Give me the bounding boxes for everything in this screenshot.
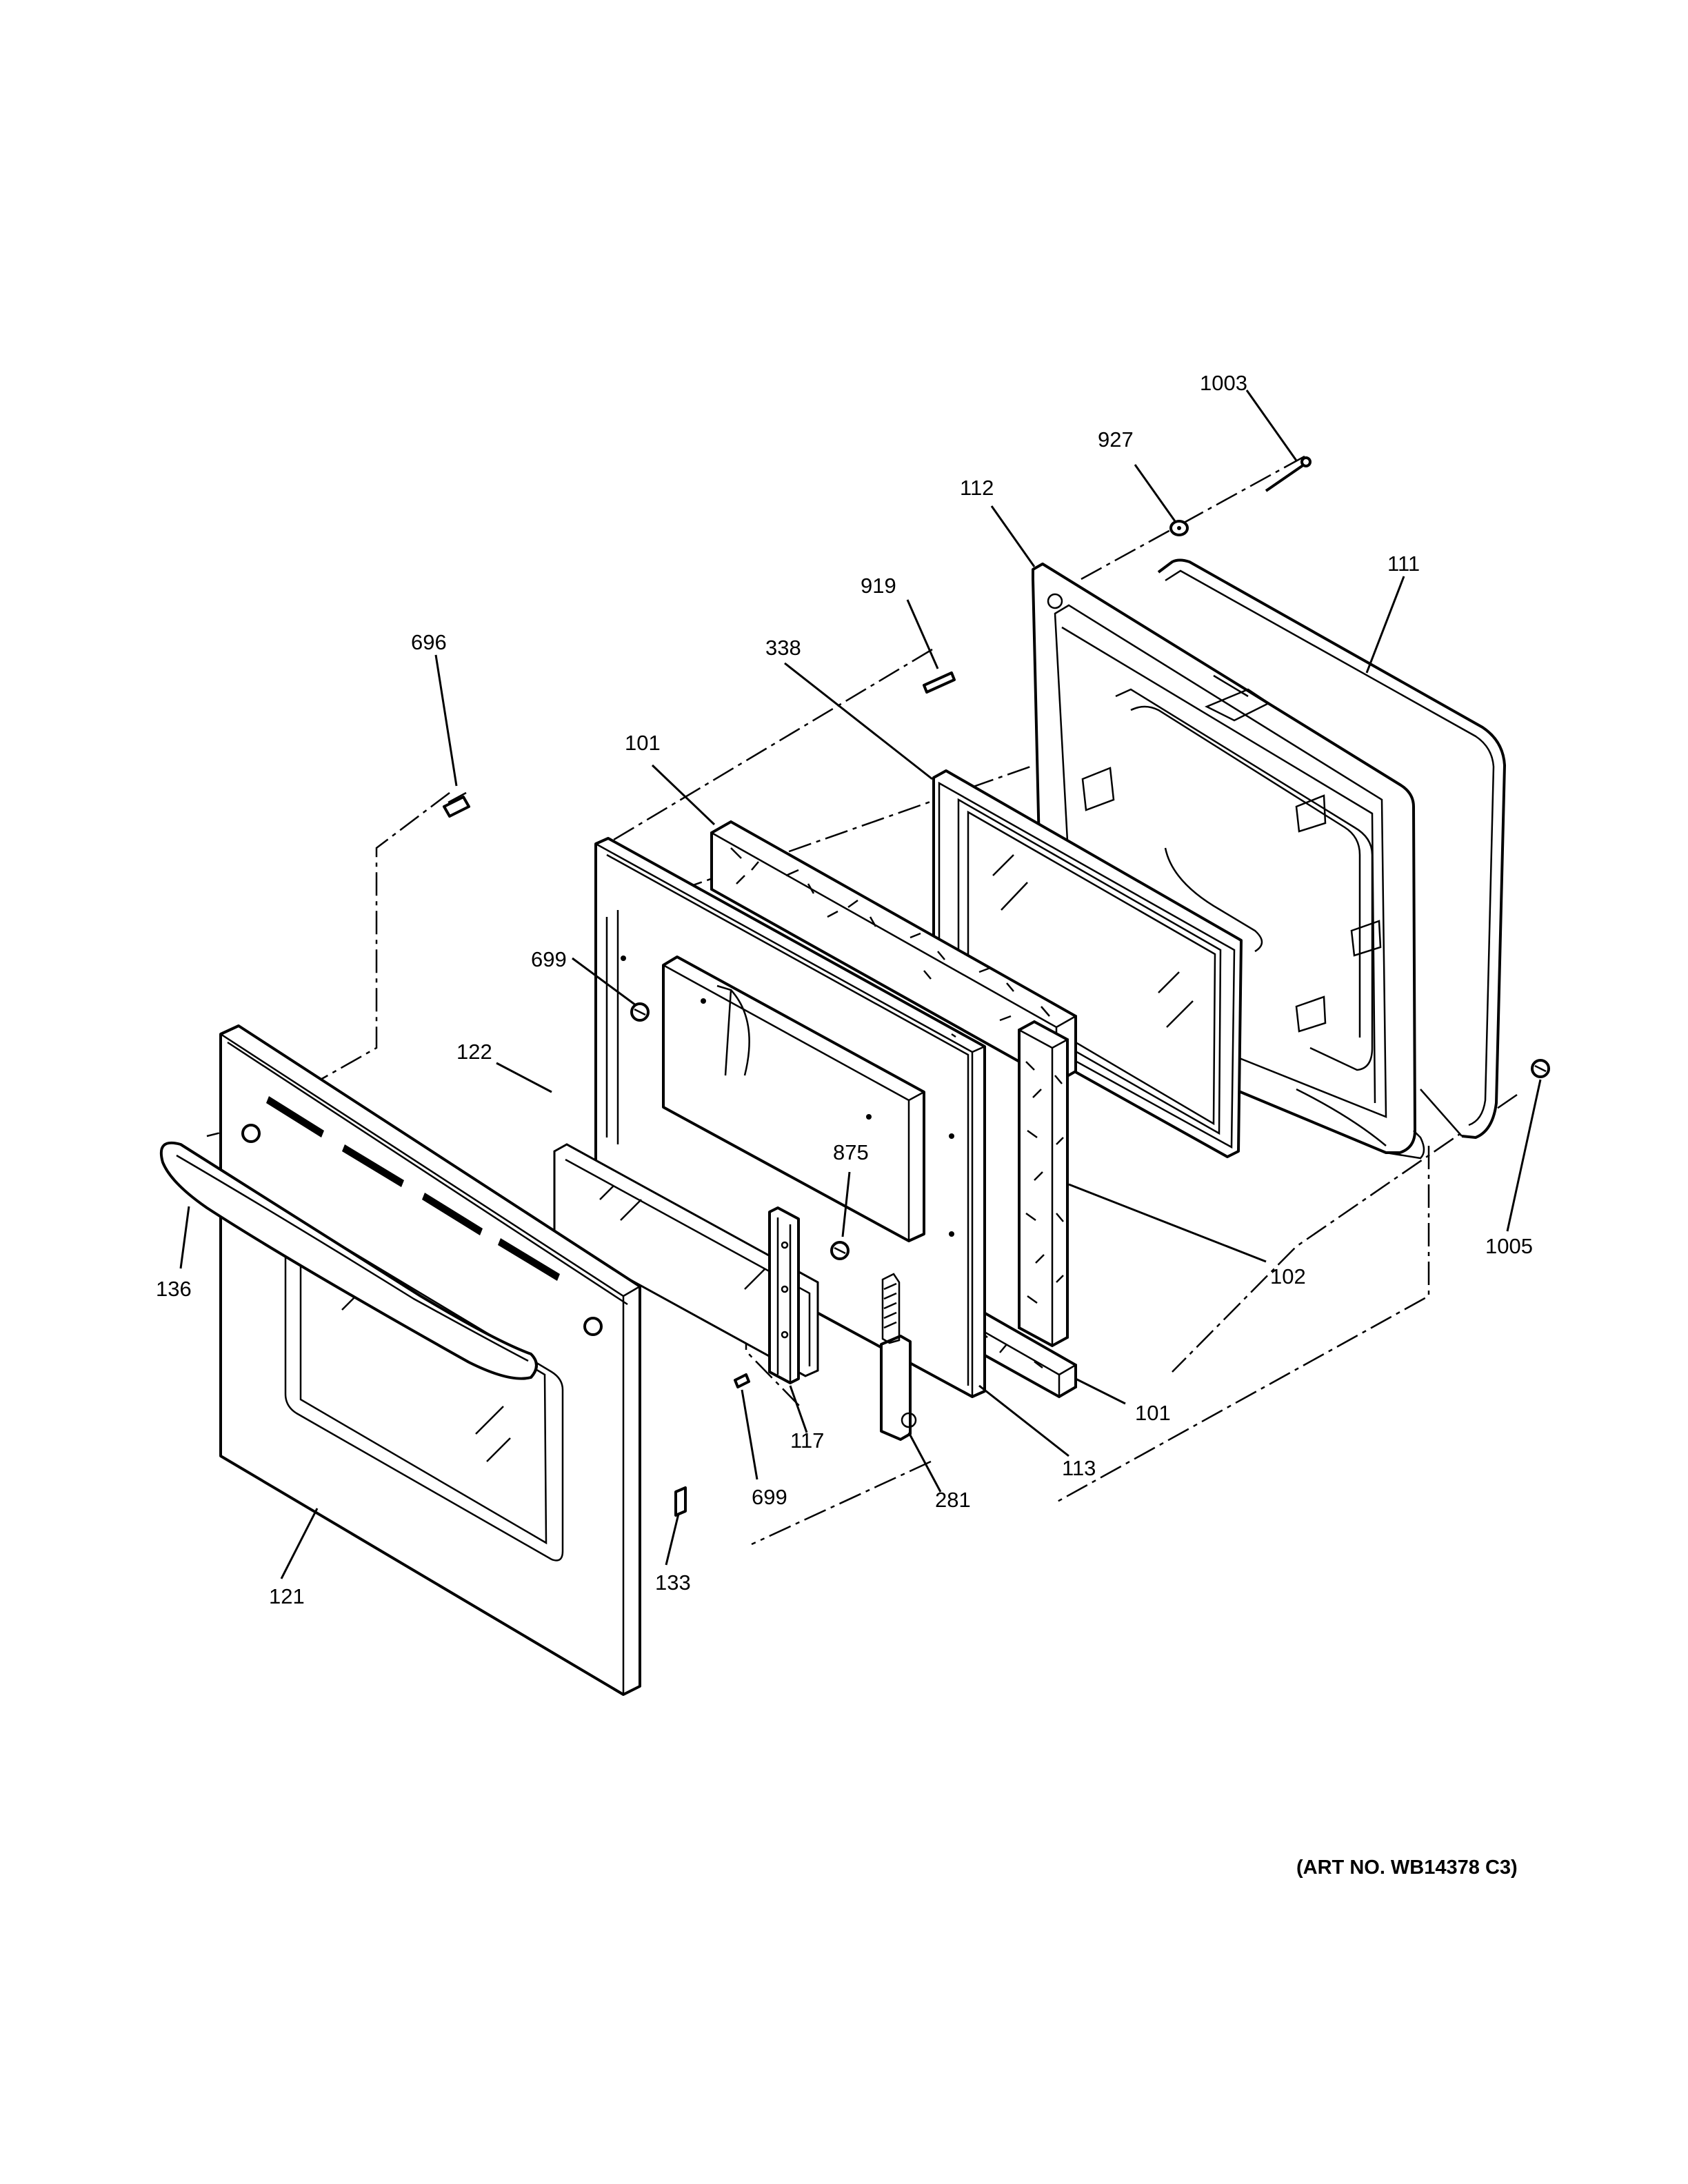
callout-919: 919 (861, 574, 896, 598)
callout-338: 338 (765, 636, 801, 660)
callout-117: 117 (790, 1428, 824, 1453)
callout-122: 122 (456, 1040, 492, 1064)
hinge-channel (768, 1206, 800, 1384)
callout-112: 112 (960, 476, 994, 500)
door-insulation-side (1018, 1020, 1069, 1348)
callout-121: 121 (269, 1584, 305, 1608)
callout-699-upper: 699 (531, 947, 567, 971)
door-inner-glass (553, 1143, 819, 1377)
callout-699-lower: 699 (752, 1485, 787, 1509)
callout-1003: 1003 (1200, 371, 1247, 395)
callout-113: 113 (1062, 1456, 1096, 1480)
callout-102: 102 (1270, 1264, 1306, 1288)
door-handle (159, 1141, 538, 1380)
art-number: (ART NO. WB14378 C3) (1296, 1857, 1518, 1879)
callout-111: 111 (1387, 552, 1420, 576)
callout-101-lower: 101 (1135, 1401, 1171, 1425)
callout-875: 875 (833, 1140, 869, 1164)
callouts: 1003 927 112 111 919 338 696 101 699 122… (156, 371, 1533, 1608)
callout-136: 136 (156, 1277, 192, 1301)
hardware (443, 456, 1550, 1517)
callout-696: 696 (411, 630, 447, 654)
callout-101-upper: 101 (625, 731, 661, 755)
leader-lines (179, 390, 1542, 1579)
callout-1005: 1005 (1485, 1234, 1533, 1258)
callout-927: 927 (1098, 427, 1134, 452)
callout-281: 281 (935, 1488, 971, 1512)
callout-133: 133 (655, 1570, 691, 1595)
